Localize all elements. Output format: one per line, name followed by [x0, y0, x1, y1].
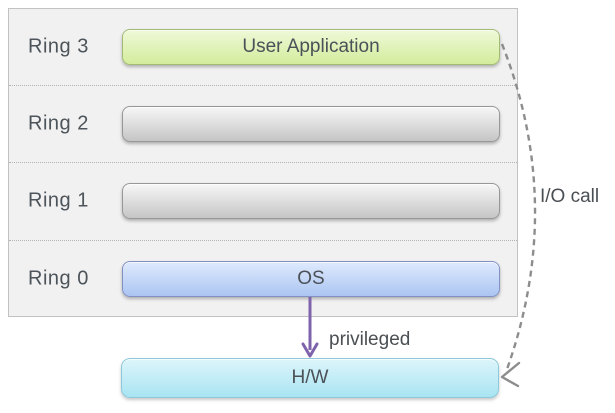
ring-1-row: Ring 1 — [9, 163, 517, 241]
ring-0-row: Ring 0 OS — [9, 241, 517, 317]
ring-1-label: Ring 1 — [28, 189, 89, 212]
privileged-label: privileged — [329, 329, 411, 350]
ring-0-label: Ring 0 — [28, 267, 89, 290]
rings-container: Ring 3 User Application Ring 2 Ring 1 Ri… — [8, 8, 518, 317]
user-application-box: User Application — [122, 29, 500, 66]
io-call-label: I/O call — [540, 186, 600, 207]
ring-2-row: Ring 2 — [9, 86, 517, 164]
ring-3-row: Ring 3 User Application — [9, 9, 517, 87]
ring-2-label: Ring 2 — [28, 112, 89, 135]
ring-1-empty-box — [122, 183, 500, 220]
ring-2-empty-box — [122, 106, 500, 143]
hardware-box: H/W — [121, 358, 499, 398]
os-box: OS — [122, 260, 500, 297]
ring-3-label: Ring 3 — [28, 35, 89, 58]
